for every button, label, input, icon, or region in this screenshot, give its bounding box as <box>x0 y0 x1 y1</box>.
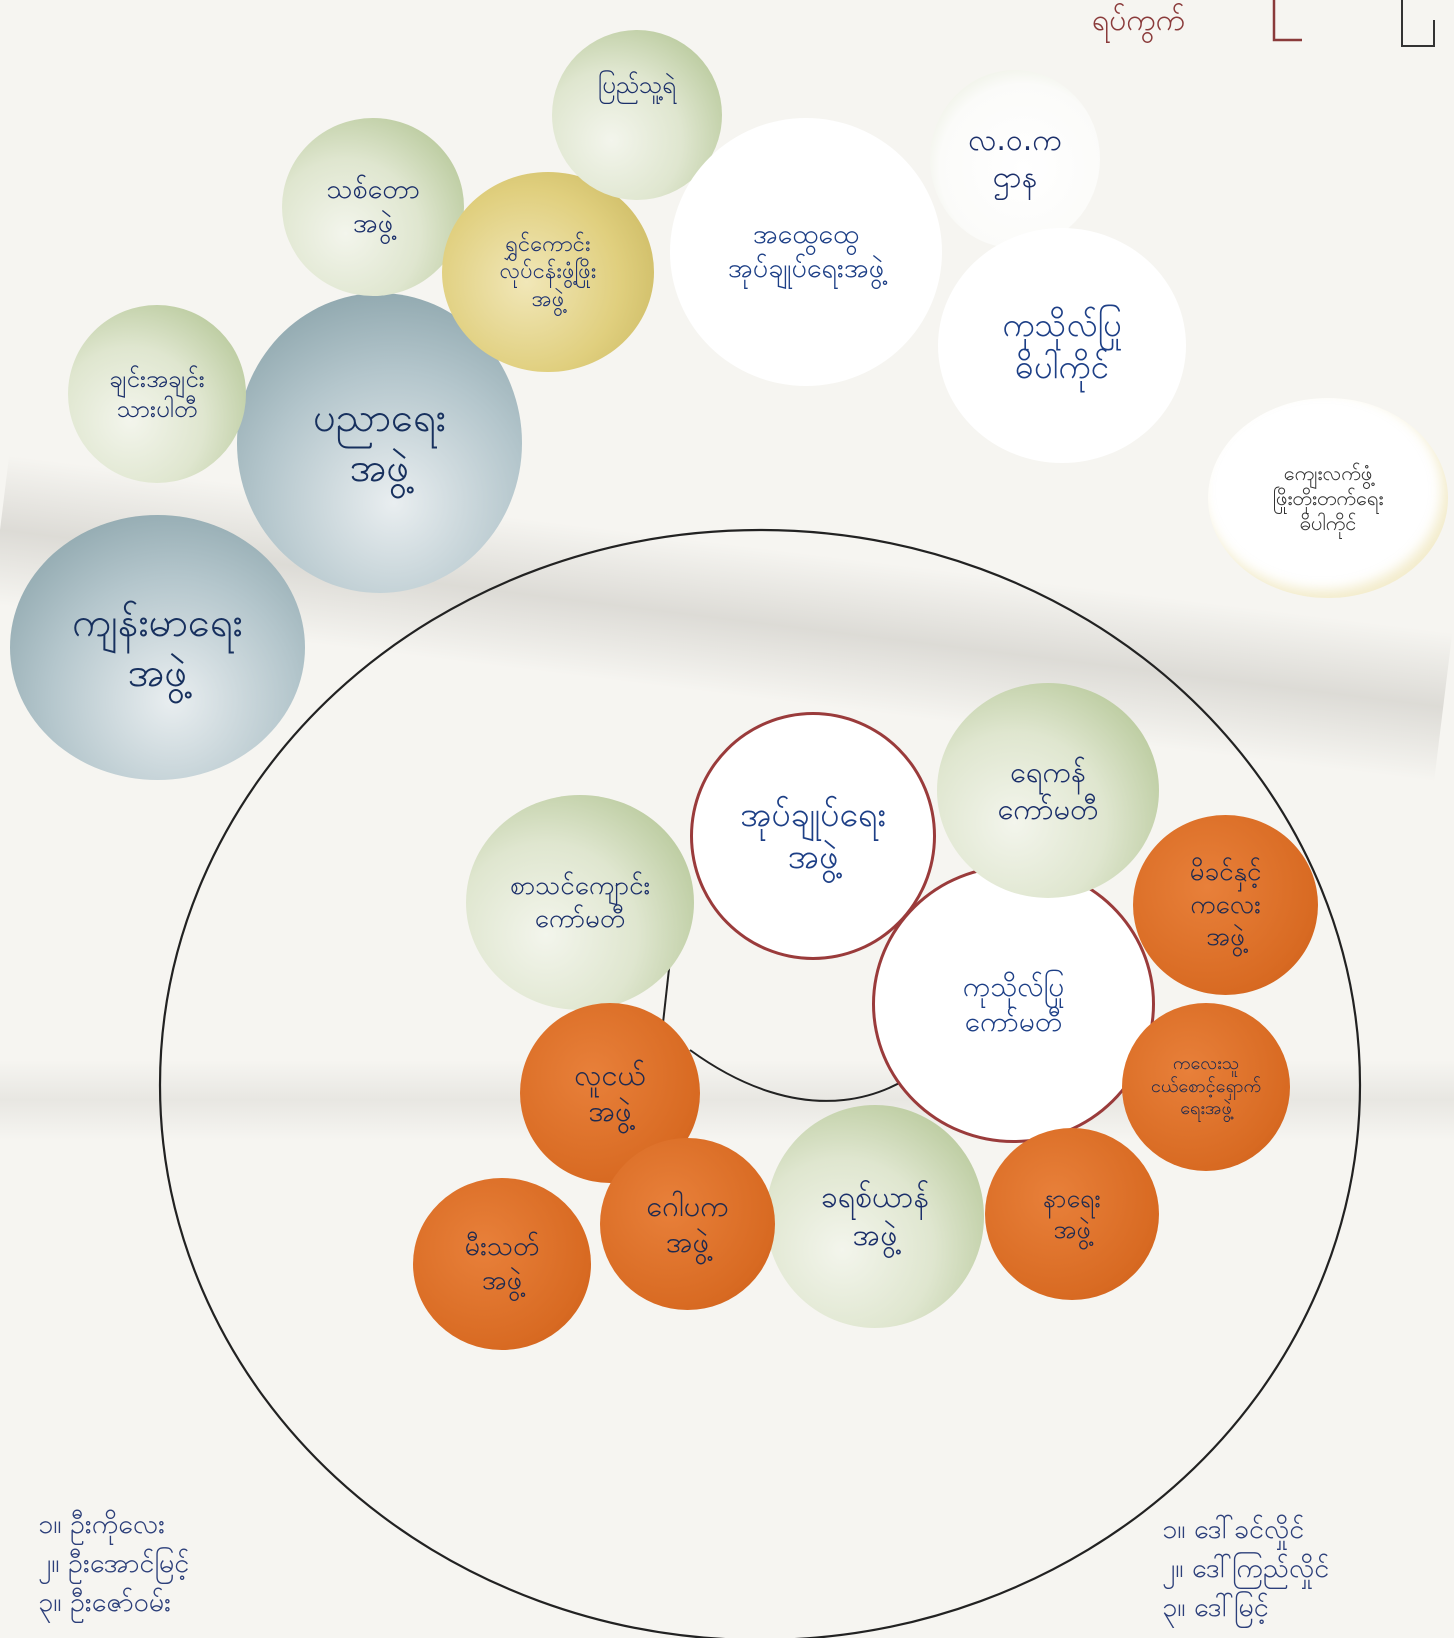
participants-right: ၁။ ဒေါ်ခင်လှိုင် ၂။ ဒေါ်ကြည်လှိုင် ၃။ ဒေ… <box>1162 1510 1329 1627</box>
development-committee-circle: ရေကန် ကော်မတီ <box>937 683 1159 898</box>
health-group-circle: ကျန်းမာရေး အဖွဲ့ <box>10 515 305 780</box>
school-committee-label: စာသင်ကျောင်း ကော်မတီ <box>509 871 651 934</box>
donor-group-circle: ဂေါပက အဖွဲ့ <box>600 1138 775 1310</box>
participant-left-3: ၃။ ဦးဇော်ဝမ်း <box>38 1587 172 1619</box>
vaccine-group-label: သစ်တော အဖွဲ့ <box>326 174 420 239</box>
ministry-label: လ.ဝ.က ဌာန <box>968 122 1062 196</box>
elder-group-label: ကလေးသူ ငယ်စောင့်ရှောက် ရေးအဖွဲ့ <box>1150 1053 1262 1120</box>
education-group-circle: ပညာရေး အဖွဲ့ <box>237 293 522 593</box>
farming-group-label: ရွှင်ကောင်း လုပ်ငန်းဖွံ့ဖြိုး အဖွဲ့ <box>499 231 597 312</box>
sports-group-circle: ခရစ်ယာန် အဖွဲ့ <box>766 1105 984 1328</box>
village-admin-label: အုပ်ချုပ်ရေး အဖွဲ့ <box>740 794 886 878</box>
youth-group-label: ချင်းအချင်း သားပါတီ <box>109 365 205 423</box>
participant-right-1: ၁။ ဒေါ်ခင်လှိုင် <box>1162 1514 1305 1545</box>
participant-left-2: ၂။ ဦးအောင်မြင့် <box>38 1548 190 1580</box>
fire-group-label: မီးသတ် အဖွဲ့ <box>464 1231 540 1296</box>
funeral-group-circle: နာရေး အဖွဲ့ <box>985 1128 1159 1300</box>
women-group-circle: မိခင်နှင့် ကလေး အဖွဲ့ <box>1133 815 1318 995</box>
admin-group-label: အထွေထွေ အုပ်ချုပ်ရေးအဖွဲ့ <box>727 219 885 284</box>
participant-left-1: ၁။ ဦးကိုလေး <box>38 1509 166 1540</box>
corner-note: ရပ်ကွက် <box>1092 0 1435 47</box>
education-group-label: ပညာရေး အဖွဲ့ <box>313 395 446 491</box>
fire-group-circle: မီးသတ် အဖွဲ့ <box>413 1178 591 1350</box>
health-group-label: ကျန်းမာရေး အဖွဲ့ <box>72 599 243 696</box>
vaccine-group-circle: သစ်တော အဖွဲ့ <box>282 118 464 296</box>
religious-board-label: ကုသိုလ်ပြု ဓိပါကိုင် <box>1002 305 1122 386</box>
farming-group-circle: ရွှင်ကောင်း လုပ်ငန်းဖွံ့ဖြိုး အဖွဲ့ <box>442 172 654 372</box>
youth-team-circle: လူငယ် အဖွဲ့ <box>520 1003 700 1183</box>
youth-group-circle: ချင်းအချင်း သားပါတီ <box>68 305 246 483</box>
participant-right-2: ၂။ ဒေါ်ကြည်လှိုင် <box>1162 1553 1330 1585</box>
youth-team-label: လူငယ် အဖွဲ့ <box>574 1057 646 1128</box>
corner-bracket <box>1272 0 1435 47</box>
village-admin-circle: အုပ်ချုပ်ရေး အဖွဲ့ <box>690 712 936 960</box>
school-committee-circle: စာသင်ကျောင်း ကော်မတီ <box>466 795 694 1010</box>
ministry-circle: လ.ဝ.က ဌာန <box>930 70 1100 248</box>
participant-right-3: ၃။ ဒေါ်မြင့် <box>1162 1592 1269 1624</box>
women-group-label: မိခင်နှင့် ကလေး အဖွဲ့ <box>1189 857 1262 953</box>
development-committee-label: ရေကန် ကော်မတီ <box>997 755 1099 826</box>
religious-board-circle: ကုသိုလ်ပြု ဓိပါကိုင် <box>938 228 1186 463</box>
religious-committee-label: ကုသိုလ်ပြု ကော်မတီ <box>962 970 1065 1038</box>
participants-left: ၁။ ဦးကိုလေး ၂။ ဦးအောင်မြင့် ၃။ ဦးဇော်ဝမ်… <box>38 1505 189 1622</box>
outer-community-circle <box>159 529 1361 1638</box>
admin-group-circle: အထွေထွေ အုပ်ချုပ်ရေးအဖွဲ့ <box>670 118 942 386</box>
religious-committee-circle: ကုသိုလ်ပြု ကော်မတီ <box>872 865 1155 1143</box>
police-label: ပြည်သူ့ရဲ <box>598 71 676 99</box>
funeral-group-label: နာရေး အဖွဲ့ <box>1043 1183 1101 1244</box>
police-circle: ပြည်သူ့ရဲ <box>552 30 722 200</box>
sports-group-label: ခရစ်ယာန် အဖွဲ့ <box>821 1180 929 1253</box>
village-board-circle: ကျေးလက်ဖွံ့ ဖြိုးတိုးတက်ရေး ဓိပါကိုင် <box>1208 398 1448 598</box>
village-board-label: ကျေးလက်ဖွံ့ ဖြိုးတိုးတက်ရေး ဓိပါကိုင် <box>1272 460 1384 535</box>
donor-group-label: ဂေါပက အဖွဲ့ <box>646 1188 729 1259</box>
elder-group-circle: ကလေးသူ ငယ်စောင့်ရှောက် ရေးအဖွဲ့ <box>1122 1003 1290 1171</box>
